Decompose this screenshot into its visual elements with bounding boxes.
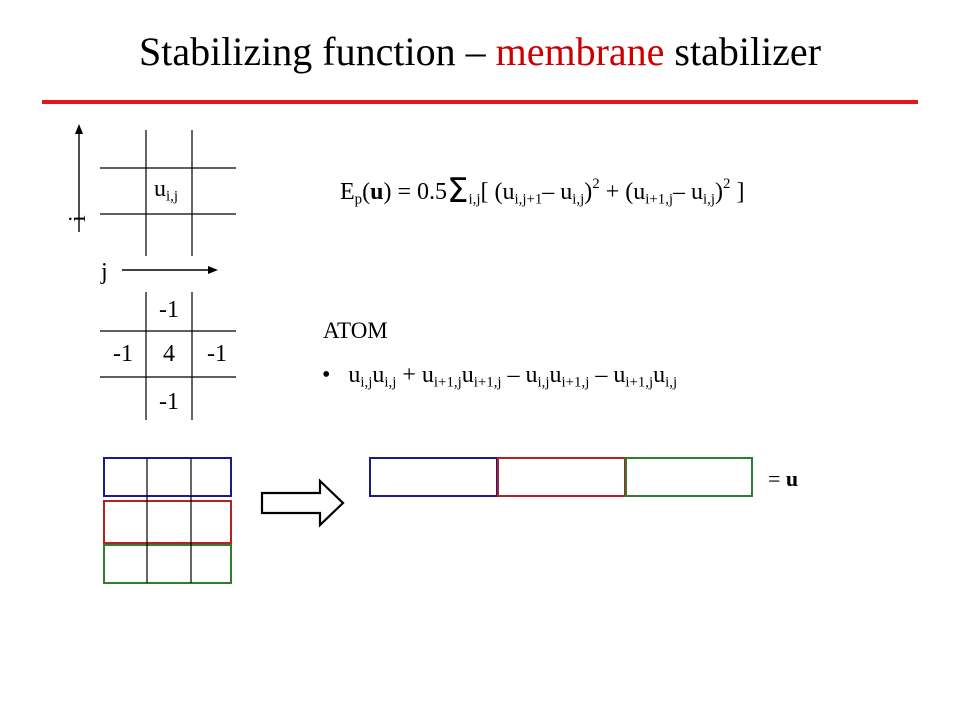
sigma-symbol: Σ [447,171,469,211]
stencil-bottom: -1 [159,389,179,415]
title-accent: membrane [495,29,665,74]
stencil-right: -1 [207,341,227,367]
stencil-left: -1 [113,341,133,367]
axis-i-label: i [65,215,91,222]
energy-equation: Ep(u) = 0.5Σi,j[ (ui,j+1– ui,j)2 + (ui+1… [340,171,745,211]
i-axis-arrow [75,124,83,232]
vector-segment-green [625,457,753,497]
block-grid [103,457,232,584]
vector-segment-blue [369,457,498,497]
block-row-blue [103,457,232,497]
slide-title: Stabilizing function – membrane stabiliz… [138,29,822,74]
vector-u [369,457,753,497]
grid-cell-label: ui,j [154,176,178,205]
stencil-top: -1 [159,297,179,323]
atom-expression: •ui,jui,j + ui+1,jui+1,j – ui,jui+1,j – … [322,362,678,391]
title-underline [42,100,918,104]
j-axis-arrow [122,266,218,274]
stencil-center: 4 [163,341,175,367]
grid-lines [100,130,236,256]
flatten-arrow [260,478,345,528]
vector-segment-red [497,457,626,497]
block-row-red [103,500,232,544]
atom-label: ATOM [323,318,388,343]
stencil-lines [100,292,236,420]
vector-equals-u: = u [768,466,799,491]
block-row-green [103,544,232,584]
axis-j-label: j [101,259,108,285]
